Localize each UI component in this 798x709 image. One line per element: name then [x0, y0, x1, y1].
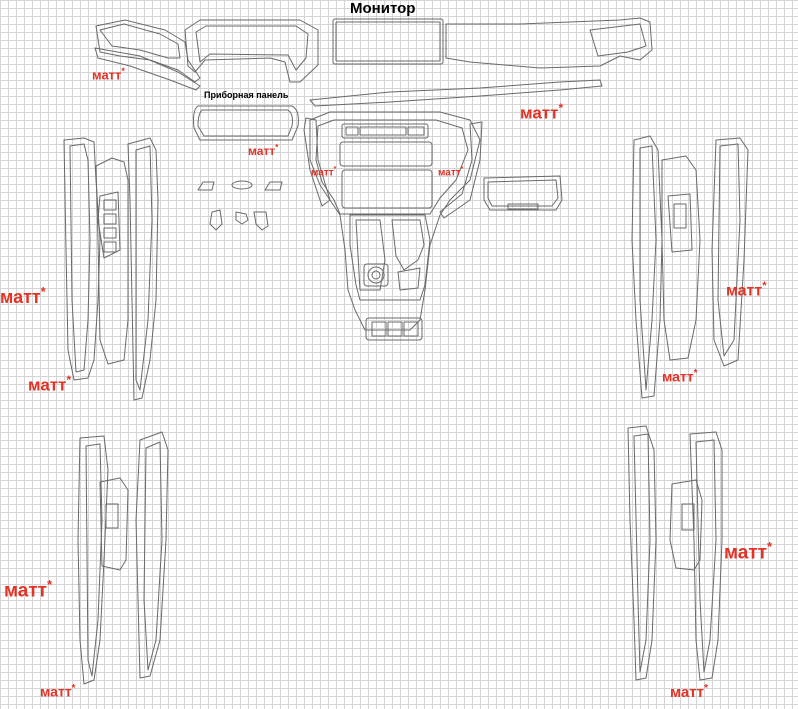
matte-label-dashboard-panel: матт* [248, 142, 279, 158]
dashboard-panel [193, 105, 299, 141]
matte-label-dashboard-trim-left: матт* [92, 66, 125, 83]
air-vents [197, 180, 283, 231]
instrument-cluster-frame [184, 19, 319, 83]
dashboard-trim-right [445, 17, 653, 69]
dashboard-trim-left [94, 19, 201, 91]
matte-label-rear-left-door-lower: матт* [40, 683, 76, 700]
matte-label-front-left-door-lower: матт* [28, 373, 72, 395]
door-front-left [63, 137, 159, 401]
matte-label-front-right-door-outer: матт* [726, 280, 767, 300]
monitor-screen [332, 18, 444, 65]
center-console [309, 111, 481, 341]
door-rear-left [77, 431, 169, 685]
matte-label-front-right-door-lower: матт* [662, 368, 698, 385]
matte-label-rear-left-door-outer: матт* [4, 577, 53, 602]
matte-label-front-left-door-outer: матт* [0, 285, 46, 307]
matte-label-rear-right-door-lower: матт* [670, 682, 709, 701]
glovebox-panel [483, 175, 563, 211]
matte-label-rear-right-door-outer: матт* [724, 539, 773, 564]
console-side-strip-right [439, 121, 483, 219]
door-front-right [631, 135, 749, 399]
dashboard-lower-trim [309, 79, 603, 107]
door-rear-right [627, 425, 723, 681]
console-side-strip-left [303, 117, 331, 207]
matte-label-dashboard-trim-right: матт* [520, 101, 564, 123]
matte-label-console-left: матт* [311, 166, 337, 179]
dashboard-panel-title: Приборная панель [204, 90, 289, 100]
matte-label-console-right: матт* [438, 166, 464, 179]
monitor-title: Монитор [350, 0, 416, 17]
